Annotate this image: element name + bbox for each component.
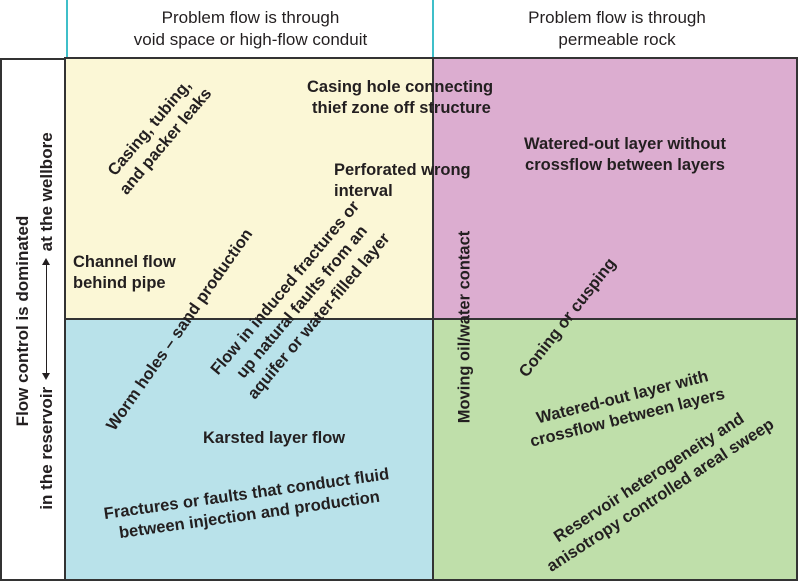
quadrant-top-left	[64, 57, 434, 320]
row-axis-text: Flow control is dominated in the reservo…	[11, 61, 59, 581]
quadrant-bottom-right	[432, 318, 798, 581]
label-line: Watered-out layer without	[524, 135, 726, 153]
label-casing-hole: Casing hole connecting thief zone off st…	[307, 77, 493, 119]
row-axis-range: in the reservoir at the wellbore	[35, 61, 59, 581]
label-line: Casing hole connecting	[307, 78, 494, 96]
header-line: Problem flow is through	[528, 8, 706, 27]
row-axis-panel: Flow control is dominated in the reservo…	[0, 58, 66, 581]
column-header-void-space: Problem flow is through void space or hi…	[66, 0, 433, 58]
label-line: behind pipe	[73, 274, 166, 292]
label-line: Perforated wrong	[334, 161, 471, 179]
double-arrow-icon	[42, 258, 50, 381]
label-channel-flow: Channel flow behind pipe	[73, 252, 176, 294]
header-line: Problem flow is through	[161, 8, 340, 27]
label-line: thief zone off structure	[312, 99, 491, 117]
label-perforated-wrong-interval: Perforated wrong interval	[334, 160, 471, 202]
column-header-permeable-rock: Problem flow is through permeable rock	[432, 0, 800, 58]
label-line: interval	[334, 182, 393, 200]
header-line: permeable rock	[558, 30, 676, 49]
row-axis-start: in the reservoir	[37, 386, 56, 510]
label-line: Moving oil/water contact	[455, 230, 474, 424]
header-line: void space or high-flow conduit	[133, 30, 368, 49]
quadrant-bottom-left	[64, 318, 434, 581]
row-axis-title: Flow control is dominated	[13, 215, 32, 427]
label-watered-out-without-crossflow: Watered-out layer without crossflow betw…	[524, 134, 726, 176]
label-moving-oil-water-contact: Moving oil/water contact	[455, 231, 476, 424]
row-axis-end: at the wellbore	[37, 132, 56, 252]
label-line: crossflow between layers	[525, 156, 725, 174]
label-line: Karsted layer flow	[203, 429, 346, 447]
label-line: Channel flow	[73, 253, 176, 271]
quadrant-top-right	[432, 57, 798, 320]
label-karsted-layer-flow: Karsted layer flow	[203, 428, 345, 449]
